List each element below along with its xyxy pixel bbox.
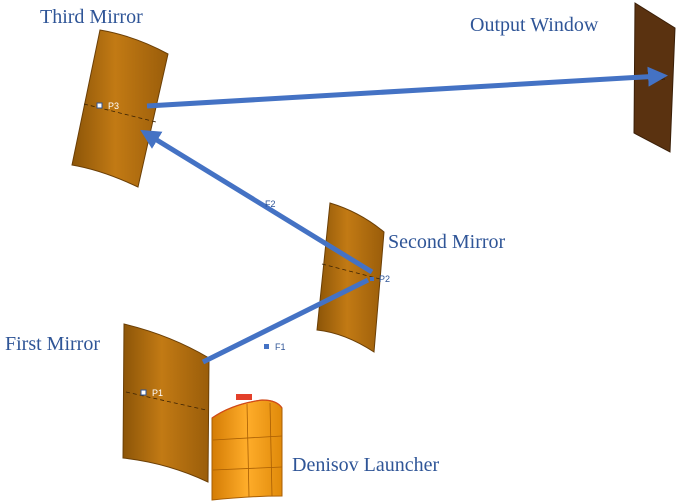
second-mirror-label: Second Mirror bbox=[388, 231, 506, 253]
first-mirror-label: First Mirror bbox=[5, 333, 100, 355]
denisov-launcher bbox=[211, 394, 283, 501]
focal-points: F1 F2 P2 bbox=[264, 199, 390, 352]
p3-label: P3 bbox=[108, 101, 119, 111]
first-mirror: P1 bbox=[122, 323, 210, 483]
p3-marker bbox=[96, 102, 103, 109]
f1-marker bbox=[264, 344, 269, 349]
p1-label: P1 bbox=[152, 388, 163, 398]
third-mirror-label: Third Mirror bbox=[40, 6, 143, 28]
p1-marker bbox=[140, 389, 147, 396]
f1-label: F1 bbox=[275, 342, 286, 352]
beam-paths bbox=[140, 66, 668, 365]
output-window-label: Output Window bbox=[470, 14, 599, 36]
beam-third-to-window bbox=[146, 66, 668, 109]
f2-label: F2 bbox=[265, 199, 276, 209]
denisov-launcher-label: Denisov Launcher bbox=[292, 454, 440, 476]
third-mirror: P3 bbox=[71, 29, 169, 188]
p2-marker bbox=[370, 277, 374, 281]
p2-label: P2 bbox=[379, 274, 390, 284]
beam-second-to-third bbox=[140, 129, 374, 275]
beam-first-to-second bbox=[201, 277, 370, 365]
second-mirror bbox=[316, 202, 385, 353]
